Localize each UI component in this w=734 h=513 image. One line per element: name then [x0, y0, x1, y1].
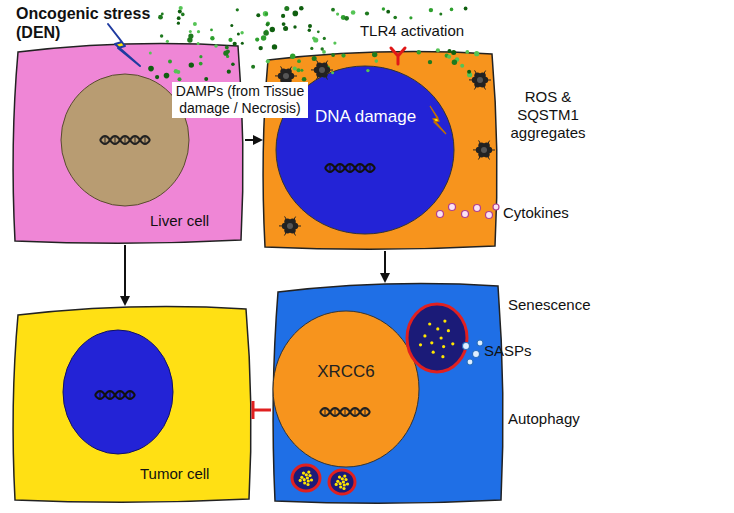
text-slot: Cytokines	[503, 204, 583, 222]
sasps-label: SASPs	[484, 342, 544, 360]
text-slot: SASPs	[484, 342, 544, 360]
text-slot: Autophagy	[508, 410, 608, 428]
node-text: XRCC6	[296, 362, 396, 382]
flow-arrow	[125, 245, 126, 304]
text-slot: Senescence	[508, 296, 608, 314]
text-slot: ROS & SQSTM1 aggregates	[502, 88, 594, 142]
node-text: Senescence	[508, 296, 608, 314]
text-slot: XRCC6	[296, 362, 396, 382]
inhibition-arrow	[253, 401, 271, 419]
damps-label: DAMPs (from Tissue damage / Necrosis)	[172, 82, 308, 118]
text-slot: TLR4 activation	[342, 22, 482, 40]
nucleus: XRCC6	[272, 310, 420, 468]
cytokines-label: Cytokines	[503, 204, 583, 222]
text-slot: Oncogenic stress (DEN)	[16, 4, 166, 42]
node-text: Liver cell	[150, 212, 240, 230]
node-text: TLR4 activation	[342, 22, 482, 40]
nucleus	[61, 74, 189, 206]
flow-arrow	[245, 140, 261, 141]
flow-arrow	[385, 251, 386, 281]
text-slot: Tumor cell	[140, 465, 240, 483]
nucleus	[63, 330, 173, 454]
stress-label: Oncogenic stress (DEN)	[16, 4, 166, 42]
node-text: Autophagy	[508, 410, 608, 428]
text-slot: DAMPs (from Tissue damage / Necrosis)	[172, 82, 308, 118]
damaged-cell: DNA damageTLR4 activationROS & SQSTM1 ag…	[262, 50, 498, 250]
shape-outline	[272, 310, 420, 468]
node-text: DNA damage	[315, 107, 427, 127]
text-slot: DNA damage	[315, 107, 427, 127]
node-text: Tumor cell	[140, 465, 240, 483]
node-text: ROS & SQSTM1 aggregates	[502, 88, 594, 142]
text-slot: Liver cell	[150, 212, 240, 230]
